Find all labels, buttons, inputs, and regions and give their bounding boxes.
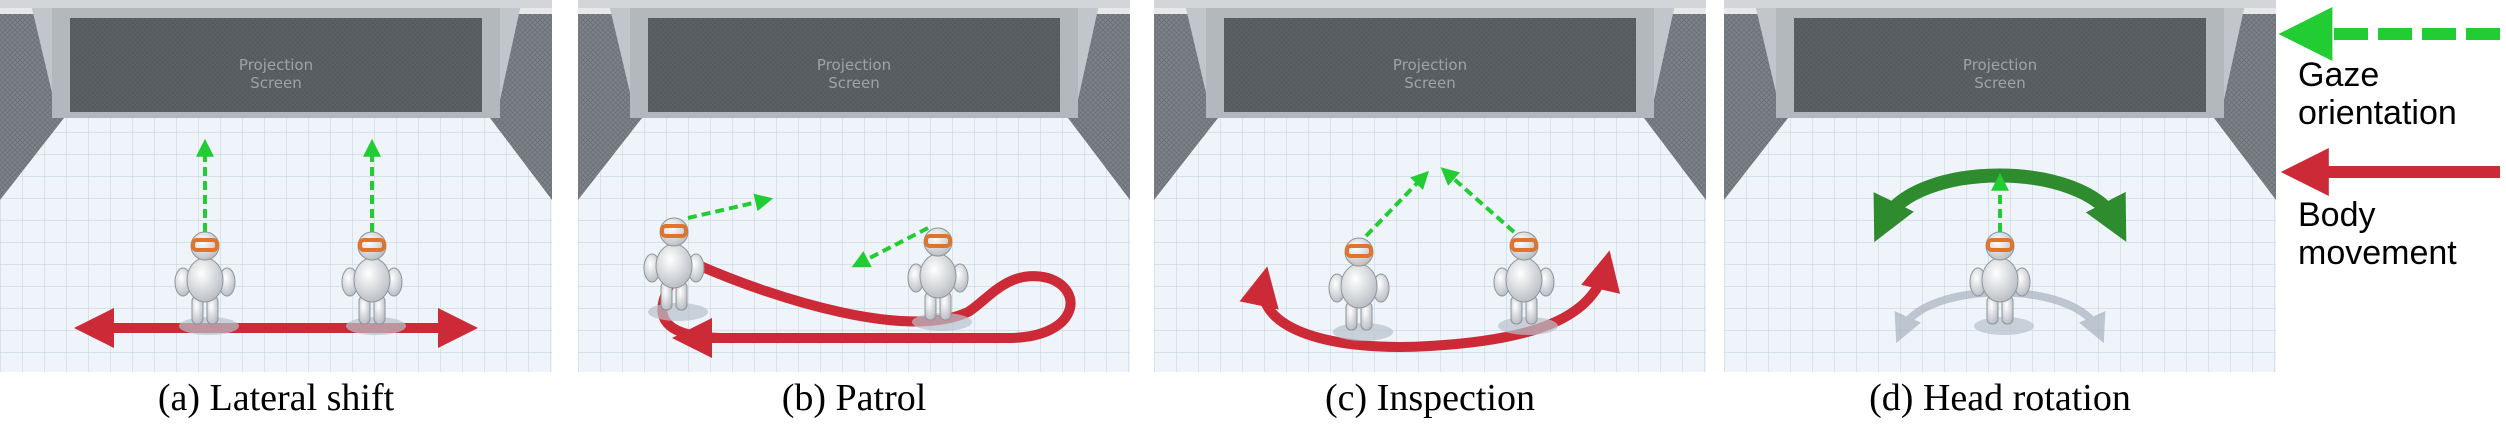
- legend-body-label: Body movement: [2298, 196, 2457, 272]
- screen-label-line2: Screen: [1404, 74, 1456, 92]
- person-left: [174, 231, 239, 335]
- room-floor: [0, 118, 552, 372]
- gaze-arrow-inspect-right: [1440, 167, 1516, 234]
- figure-torso: [1981, 257, 2019, 303]
- figure-torso: [353, 257, 391, 303]
- legend-gaze-line1: Gaze: [2298, 56, 2380, 94]
- inspection-arc: [1239, 250, 1621, 352]
- vr-headset: [1986, 238, 2014, 252]
- figure-head: [1985, 231, 2015, 261]
- room-floor: [578, 118, 1130, 372]
- figure-head: [357, 231, 387, 261]
- legend-body-line1: Body: [2298, 196, 2376, 234]
- person-right: [341, 231, 406, 335]
- vr-headset: [1510, 238, 1538, 252]
- legend-gaze-line2: orientation: [2298, 94, 2457, 132]
- vr-headset: [358, 238, 386, 252]
- projection-screen: [1224, 18, 1636, 112]
- person-patrol-right: [907, 227, 972, 331]
- figure-torso: [1340, 263, 1378, 309]
- screen-label-line2: Screen: [250, 74, 302, 92]
- screen-label-line1: Projection: [1393, 56, 1467, 74]
- legend-gaze-label: Gaze orientation: [2298, 56, 2457, 132]
- screen-label-line2: Screen: [1974, 74, 2026, 92]
- figure-head: [923, 227, 953, 257]
- room-top-rim: [1154, 0, 1706, 8]
- figure-torso: [919, 253, 957, 299]
- figure-head: [1344, 237, 1374, 267]
- screen-label-line1: Projection: [239, 56, 313, 74]
- caption-head-rotation: (d) Head rotation: [1869, 377, 2131, 419]
- figure-torso: [186, 257, 224, 303]
- screen-label-line1: Projection: [1963, 56, 2037, 74]
- caption-lateral-shift: (a) Lateral shift: [157, 377, 395, 419]
- figure-head: [659, 217, 689, 247]
- screen-label-line1: Projection: [817, 56, 891, 74]
- projection-screen: [70, 18, 482, 112]
- caption-inspection: (c) Inspection: [1325, 377, 1535, 419]
- vr-headset: [191, 238, 219, 252]
- screen-label-line2: Screen: [828, 74, 880, 92]
- vr-headset: [660, 224, 688, 238]
- person-patrol-left: [643, 217, 708, 321]
- person-inspect-left: [1328, 237, 1393, 341]
- legend: [2278, 7, 2500, 196]
- projection-screen: [1794, 18, 2206, 112]
- vr-headset: [924, 234, 952, 248]
- figure-torso: [655, 243, 693, 289]
- projection-screen: [648, 18, 1060, 112]
- room-top-rim: [0, 0, 552, 8]
- room-top-rim: [1724, 0, 2276, 8]
- room-top-rim: [578, 0, 1130, 8]
- legend-body-line2: movement: [2298, 234, 2457, 272]
- vr-headset: [1345, 244, 1373, 258]
- figure-torso: [1505, 257, 1543, 303]
- figure-head: [1509, 231, 1539, 261]
- figure-head: [190, 231, 220, 261]
- person-inspect-right: [1493, 231, 1558, 335]
- room-floor: [1154, 118, 1706, 372]
- caption-patrol: (b) Patrol: [781, 377, 927, 419]
